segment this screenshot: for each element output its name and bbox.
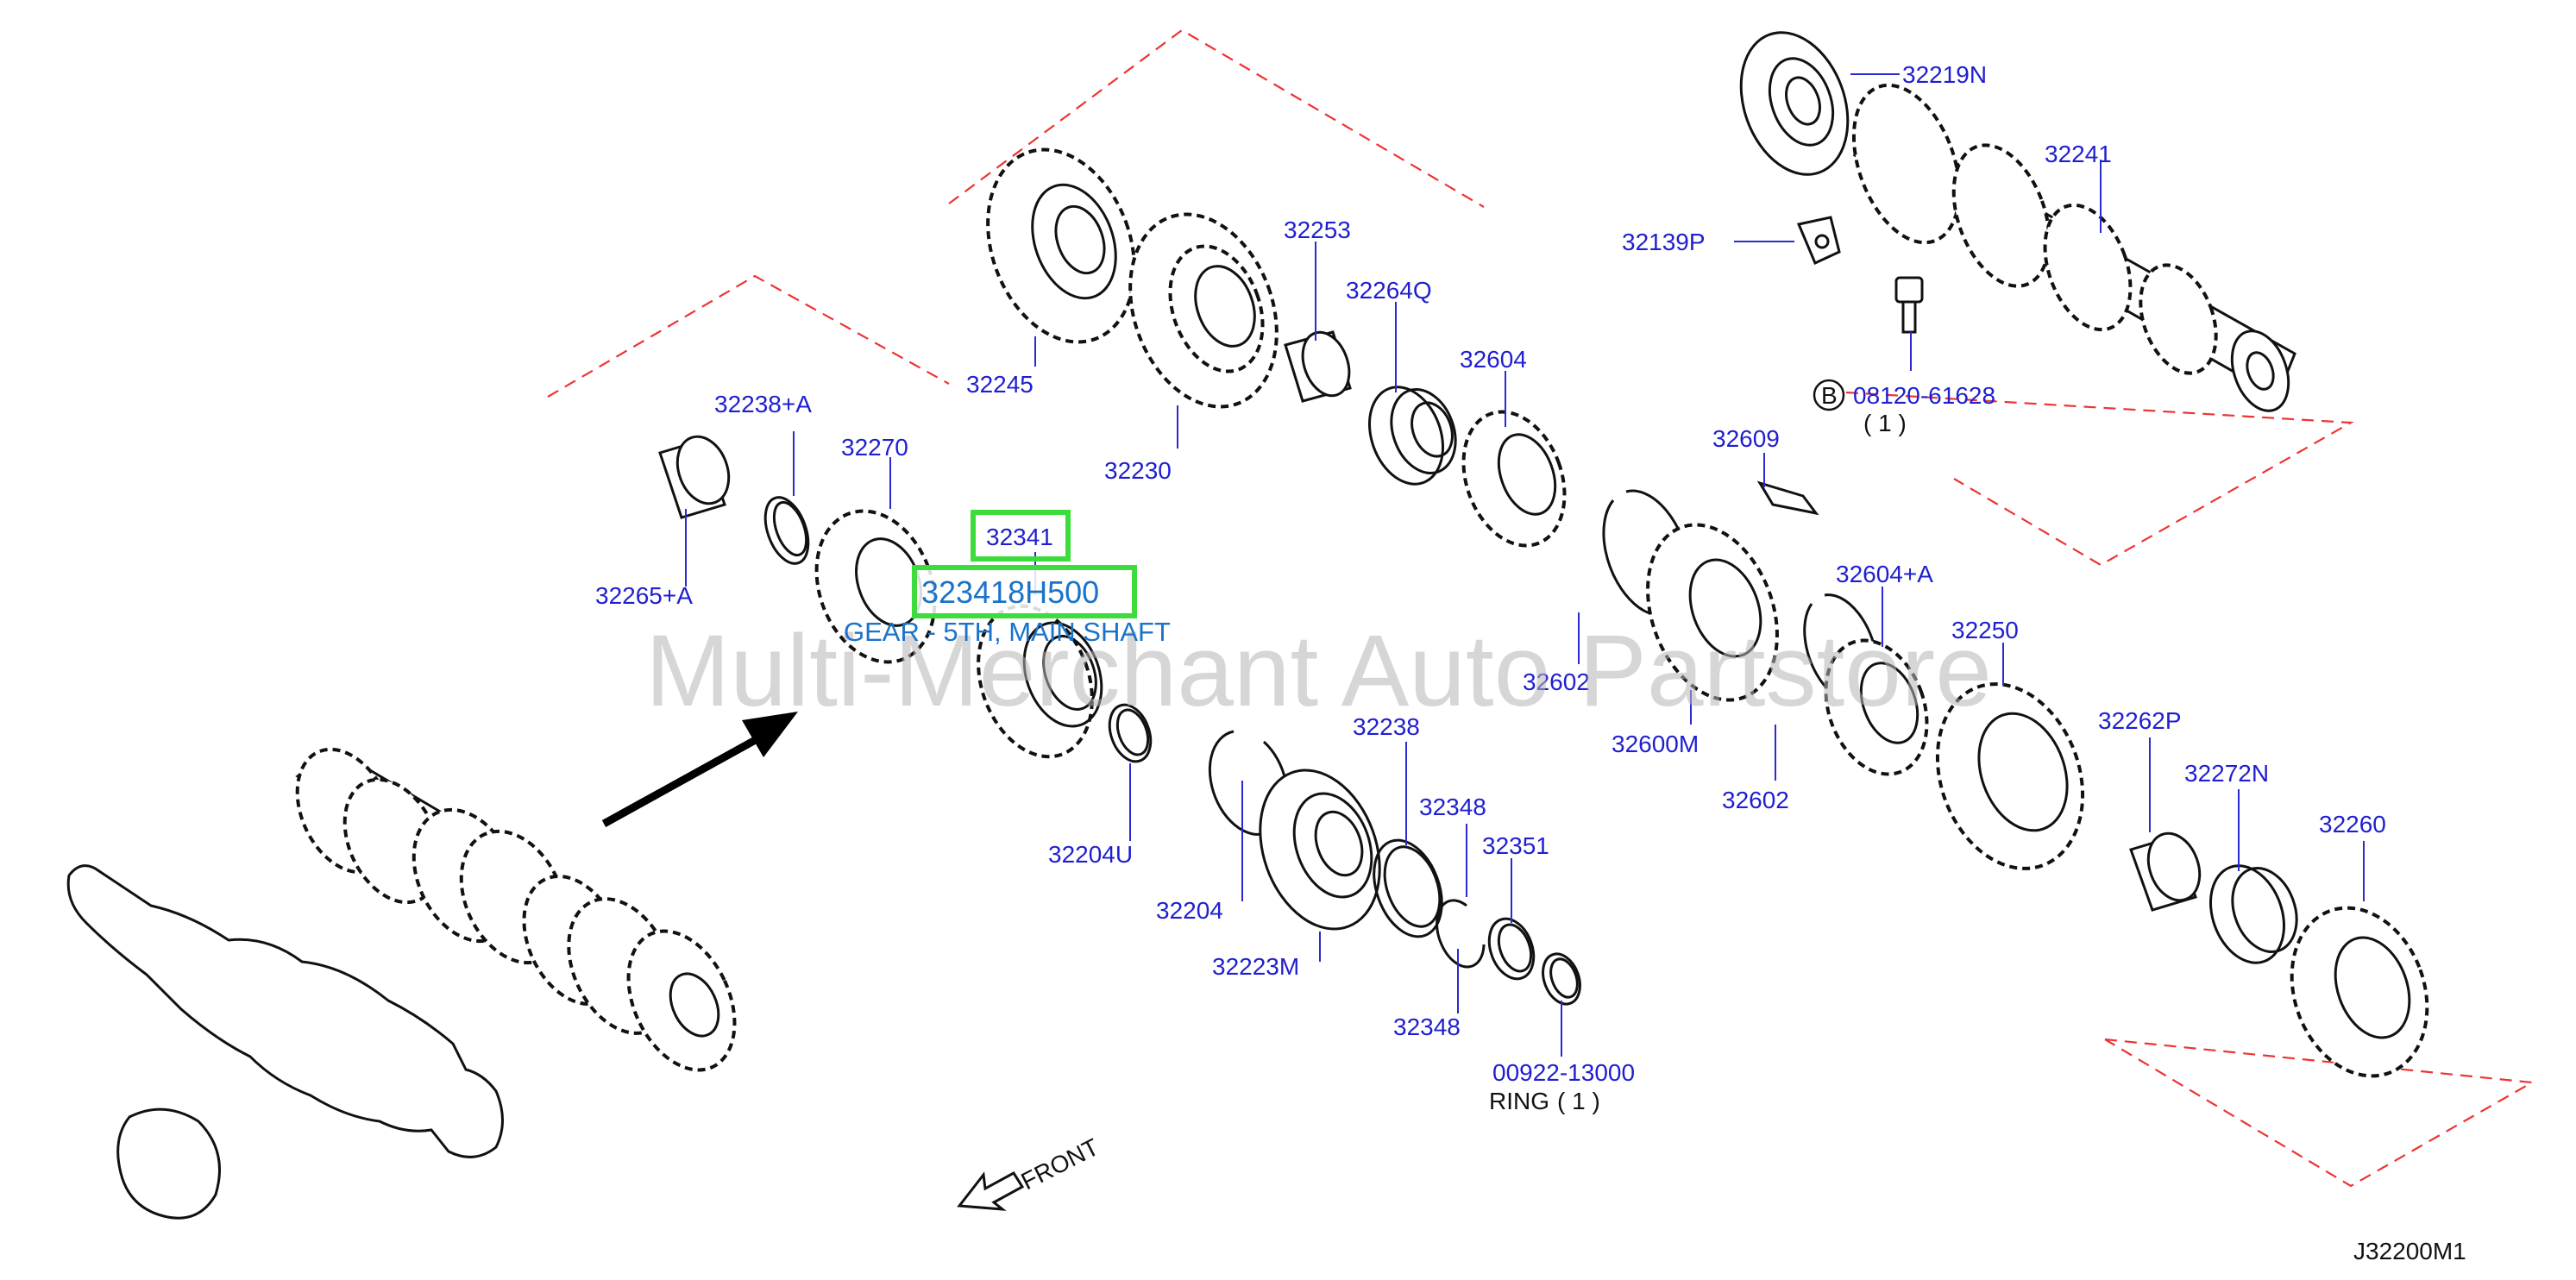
label-32245[interactable]: 32245 xyxy=(966,371,1034,398)
gear-32230[interactable] xyxy=(1104,194,1302,428)
bearing-32223M[interactable] xyxy=(1239,753,1400,945)
highlight-callout[interactable]: 32341 323418H500 GEAR - 5TH, MAIN SHAFT xyxy=(844,510,1171,647)
dashed-outlines xyxy=(547,28,2535,1188)
front-arrow-icon xyxy=(957,1171,1025,1211)
ring-part-number[interactable]: 00922-13000 xyxy=(1492,1059,1635,1086)
label-32272N[interactable]: 32272N xyxy=(2184,760,2269,787)
front-label: FRONT xyxy=(1017,1133,1103,1195)
label-32238+A[interactable]: 32238+A xyxy=(714,391,812,417)
key-32609[interactable] xyxy=(1756,480,1819,516)
bushing-32265+A[interactable] xyxy=(658,430,738,519)
part-labels: 32219N 32241 32139P 32253 32264Q 32604 3… xyxy=(595,61,2386,1040)
needle-bearing-32264Q[interactable] xyxy=(1357,377,1467,494)
label-32604+A[interactable]: 32604+A xyxy=(1836,561,1933,587)
bushing-32262P[interactable] xyxy=(2129,826,2208,912)
bolt-qty: ( 1 ) xyxy=(1863,410,1907,436)
label-32609[interactable]: 32609 xyxy=(1712,425,1780,452)
label-32204U[interactable]: 32204U xyxy=(1048,841,1133,868)
bolt-badge-circle xyxy=(1813,379,1845,411)
snap-ring-32348[interactable] xyxy=(1436,899,1486,969)
label-32260[interactable]: 32260 xyxy=(2319,811,2386,838)
label-32602-lower[interactable]: 32602 xyxy=(1722,787,1789,813)
gear-32245[interactable] xyxy=(962,129,1159,363)
ring-name: RING xyxy=(1489,1088,1549,1114)
bolt-callout[interactable]: B 08120-61628 ( 1 ) xyxy=(1813,379,1995,436)
label-32600M[interactable]: 32600M xyxy=(1612,731,1699,757)
leader-lines xyxy=(685,73,2365,1057)
label-32139P[interactable]: 32139P xyxy=(1622,229,1706,255)
bolt-badge-letter: B xyxy=(1821,382,1838,409)
label-32223M[interactable]: 32223M xyxy=(1212,953,1299,980)
label-32219N[interactable]: 32219N xyxy=(1902,61,1987,88)
highlight-ref[interactable]: 32341 xyxy=(986,524,1053,550)
hub-32604+A[interactable] xyxy=(1808,626,1945,788)
ring-qty: ( 1 ) xyxy=(1557,1088,1600,1114)
bolt-08120-61628[interactable] xyxy=(1894,276,1924,334)
label-32253[interactable]: 32253 xyxy=(1284,216,1351,243)
diagram-code: J32200M1 xyxy=(2353,1238,2466,1264)
label-32262P[interactable]: 32262P xyxy=(2098,707,2182,734)
watermark: Multi-Merchant Auto Partstore xyxy=(645,614,1992,728)
label-32264Q[interactable]: 32264Q xyxy=(1346,277,1432,304)
highlight-part-number[interactable]: 323418H500 xyxy=(921,574,1099,610)
counter-shaft-outline xyxy=(66,864,504,1220)
gear-32250[interactable] xyxy=(1913,663,2108,888)
bolt-part-number[interactable]: 08120-61628 xyxy=(1853,382,1995,409)
ring-32204U[interactable] xyxy=(1103,700,1159,768)
label-32250[interactable]: 32250 xyxy=(1951,617,2019,643)
label-32230[interactable]: 32230 xyxy=(1104,457,1172,484)
washer-32238[interactable] xyxy=(1361,831,1454,946)
highlight-description: GEAR - 5TH, MAIN SHAFT xyxy=(844,617,1171,647)
label-32348-lower[interactable]: 32348 xyxy=(1393,1013,1461,1040)
label-32238[interactable]: 32238 xyxy=(1353,713,1420,740)
ring-callout[interactable]: 00922-13000 RING ( 1 ) xyxy=(1489,1059,1635,1114)
label-32270[interactable]: 32270 xyxy=(841,434,908,461)
plate-32139P[interactable] xyxy=(1796,216,1841,266)
label-32604[interactable]: 32604 xyxy=(1460,346,1527,373)
main-shaft-32241[interactable] xyxy=(1834,71,2299,418)
direction-arrow xyxy=(601,712,798,827)
ring-32351[interactable] xyxy=(1481,913,1542,985)
gear-32260[interactable] xyxy=(2269,888,2449,1095)
label-32204[interactable]: 32204 xyxy=(1156,897,1223,924)
label-32351[interactable]: 32351 xyxy=(1482,832,1549,859)
highlight-ref-box xyxy=(971,510,1071,562)
bearing-32219N[interactable] xyxy=(1722,17,1866,189)
label-32241[interactable]: 32241 xyxy=(2045,141,2112,167)
highlight-code-bg xyxy=(914,568,1134,616)
hub-32604[interactable] xyxy=(1446,398,1582,560)
bushing-32253[interactable] xyxy=(1284,326,1357,403)
label-32602-upper[interactable]: 32602 xyxy=(1523,668,1590,695)
ring-00922-13000[interactable] xyxy=(1536,949,1586,1009)
label-32265+A[interactable]: 32265+A xyxy=(595,582,693,609)
highlight-code-box xyxy=(912,565,1137,618)
needle-bearing-32272N[interactable] xyxy=(2198,856,2308,973)
label-32348-upper[interactable]: 32348 xyxy=(1419,794,1486,820)
washer-32238+A[interactable] xyxy=(757,492,817,569)
gear-32600M[interactable] xyxy=(1624,506,1800,718)
assembled-main-shaft xyxy=(295,747,737,1072)
